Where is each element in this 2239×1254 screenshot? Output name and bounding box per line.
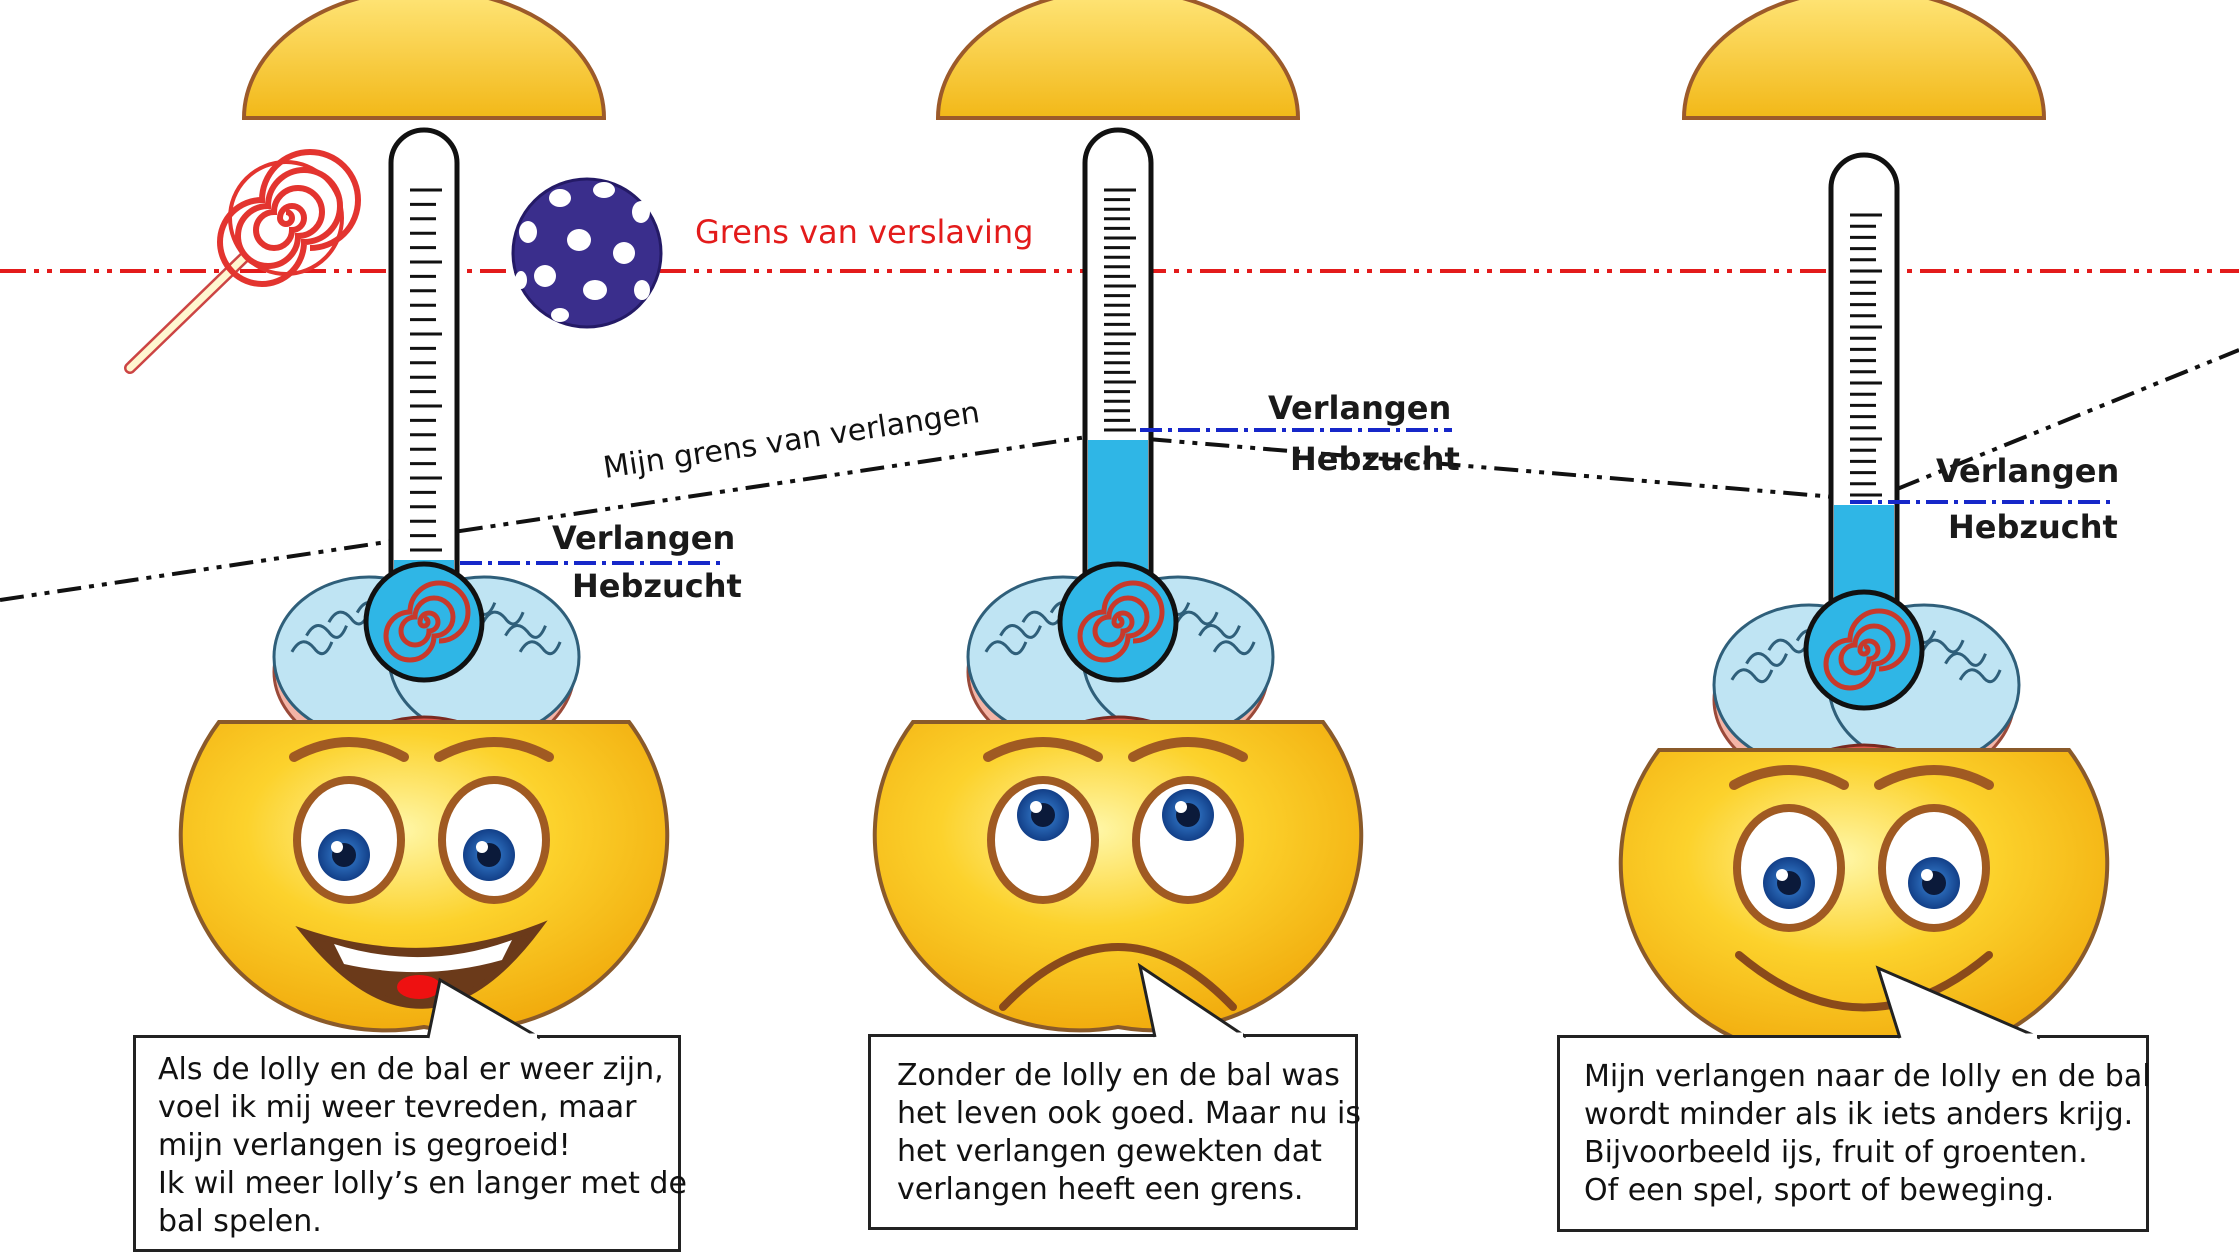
bubble-2-line-3: het verlangen gewekten dat xyxy=(897,1133,1329,1171)
face-3 xyxy=(1621,750,2107,1058)
verlangen-label-1: Verlangen xyxy=(552,519,735,557)
bubble-3-line-4: Of een spel, sport of beweging. xyxy=(1584,1172,2120,1210)
bubble-3-line-2: wordt minder als ik iets anders krijg. xyxy=(1584,1096,2120,1134)
bubble-3-line-1: Mijn verlangen naar de lolly en de bal xyxy=(1584,1058,2120,1096)
verlangen-label-2: Verlangen xyxy=(1268,389,1451,427)
thermometer-3 xyxy=(1806,155,1922,708)
verlangen-label-3: Verlangen xyxy=(1936,452,2119,490)
hebzucht-label-1: Hebzucht xyxy=(572,567,742,605)
cap-3 xyxy=(1684,0,2044,118)
cap-2 xyxy=(938,0,1298,118)
bubble-3-line-3: Bijvoorbeeld ijs, fruit of groenten. xyxy=(1584,1134,2120,1172)
bubble-1-line-3: mijn verlangen is gegroeid! xyxy=(158,1127,652,1165)
face-2 xyxy=(875,722,1361,1030)
face-1 xyxy=(181,722,667,1030)
speech-bubble-2: Zonder de lolly en de bal was het leven … xyxy=(868,1034,1358,1230)
speech-bubble-3: Mijn verlangen naar de lolly en de bal w… xyxy=(1557,1035,2149,1232)
addiction-limit-label: Grens van verslaving xyxy=(695,213,1033,251)
panel-1 xyxy=(181,0,667,1030)
thermometer-1 xyxy=(366,130,482,680)
panel-2 xyxy=(875,0,1361,1030)
lollipop-icon xyxy=(130,152,358,368)
bubble-2-line-1: Zonder de lolly en de bal was xyxy=(897,1057,1329,1095)
hebzucht-label-3: Hebzucht xyxy=(1948,508,2118,546)
cap-1 xyxy=(244,0,604,118)
bubble-1-line-1: Als de lolly en de bal er weer zijn, xyxy=(158,1051,652,1089)
bubble-1-line-5: bal spelen. xyxy=(158,1203,652,1241)
hebzucht-label-2: Hebzucht xyxy=(1290,440,1460,478)
desire-limit-label: Mijn grens van verlangen xyxy=(601,395,982,486)
ball-icon xyxy=(513,179,661,327)
bubble-2-line-2: het leven ook goed. Maar nu is xyxy=(897,1095,1329,1133)
thermometer-2 xyxy=(1060,130,1176,680)
bubble-1-line-4: Ik wil meer lolly’s en langer met de xyxy=(158,1165,652,1203)
speech-bubble-1: Als de lolly en de bal er weer zijn, voe… xyxy=(133,1035,681,1252)
bubble-1-line-2: voel ik mij weer tevreden, maar xyxy=(158,1089,652,1127)
bubble-2-line-4: verlangen heeft een grens. xyxy=(897,1171,1329,1209)
